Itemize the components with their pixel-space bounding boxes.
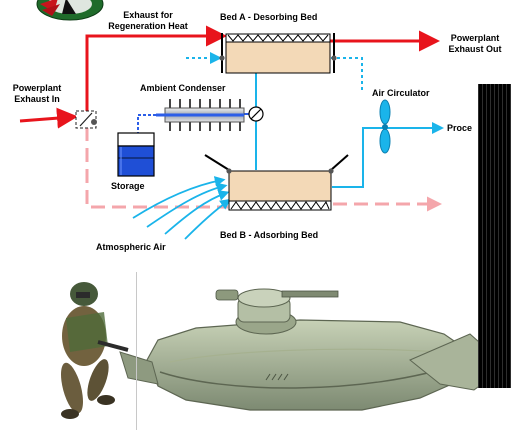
label-storage: Storage <box>111 181 145 191</box>
junction-valve-icon <box>248 106 264 122</box>
label-powerplant-exhaust-out: Powerplant Exhaust Out <box>448 33 502 54</box>
ambient-condenser <box>137 99 256 140</box>
powerplant-exhaust-in-line <box>19 107 78 129</box>
label-air-circulator: Air Circulator <box>372 88 430 98</box>
label-exhaust-regeneration: Exhaust for Regeneration Heat <box>108 10 188 31</box>
storage-tank <box>117 132 155 177</box>
soldier-figure-icon <box>61 282 129 419</box>
label-powerplant-exhaust-in: Powerplant Exhaust In <box>12 83 62 104</box>
bed-b-outlet-line <box>332 122 444 188</box>
diverter-valve-icon <box>75 110 97 129</box>
atmospheric-air-arrows <box>132 176 231 240</box>
exhaust-lines <box>19 25 440 129</box>
hover-tank-icon <box>119 288 507 411</box>
label-bed-b: Bed B - Adsorbing Bed <box>220 230 319 240</box>
label-process: Proce <box>447 123 473 133</box>
image-divider <box>136 272 137 430</box>
exhaust-to-regeneration-line <box>85 25 227 112</box>
fan-icon <box>379 99 391 154</box>
emblem-logo-icon <box>36 0 104 21</box>
label-atmospheric-air: Atmospheric Air <box>96 242 166 252</box>
label-bed-a: Bed A - Desorbing Bed <box>220 12 318 22</box>
dark-side-panel <box>478 84 511 388</box>
bed-b-adsorbing <box>204 154 349 211</box>
dotted-air-lines <box>186 52 363 93</box>
bed-a-desorbing <box>219 33 337 74</box>
label-ambient-condenser: Ambient Condenser <box>140 83 226 93</box>
bypass-exhaust-line <box>85 127 442 212</box>
